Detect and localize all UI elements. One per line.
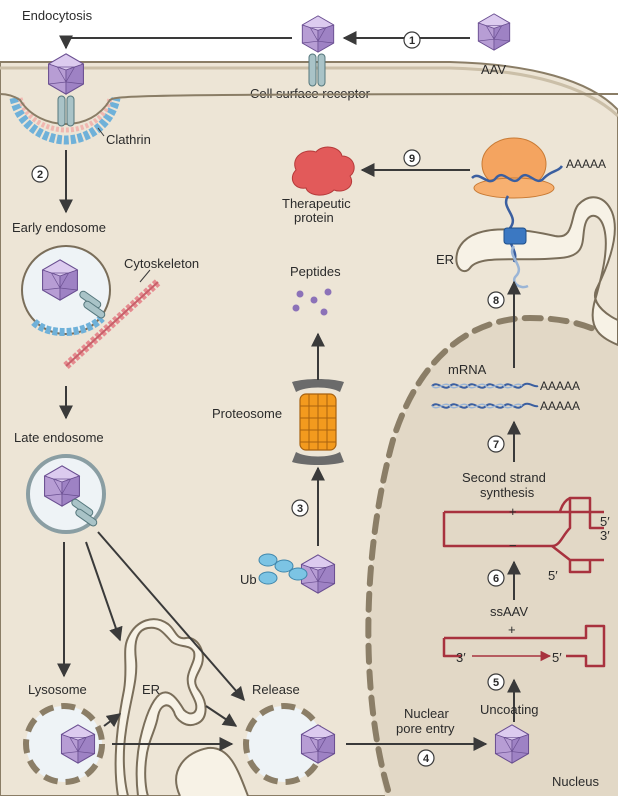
label-second-strand-1: Second strand (462, 470, 546, 485)
label-lysosome: Lysosome (28, 682, 87, 697)
label-therapeutic-2: protein (294, 210, 334, 225)
svg-text:1: 1 (409, 35, 415, 47)
label-nuclear-pore-2: pore entry (396, 721, 455, 736)
late-endosome (26, 454, 106, 534)
aav-capsid-icon (301, 15, 335, 53)
step-badge-8: 8 (487, 291, 505, 309)
label-clathrin: Clathrin (106, 132, 151, 147)
step-badge-9: 9 (403, 149, 421, 167)
label-release: Release (252, 682, 300, 697)
svg-text:2: 2 (37, 169, 43, 181)
label-3prime-top: 3′ (600, 528, 610, 543)
proteosome-icon (292, 379, 344, 465)
step-badge-2: 2 (31, 165, 49, 183)
label-er-upper: ER (436, 252, 454, 267)
lysosome (23, 703, 105, 785)
label-5prime-ss: 5′ (552, 650, 562, 665)
label-5prime-top: 5′ (600, 514, 610, 529)
step-badge-6: 6 (487, 569, 505, 587)
label-early-endosome: Early endosome (12, 220, 106, 235)
svg-text:7: 7 (493, 439, 499, 451)
label-nucleus: Nucleus (552, 774, 599, 789)
aav-capsid-icon (477, 13, 511, 51)
label-uncoating: Uncoating (480, 702, 539, 717)
label-er-lower: ER (142, 682, 160, 697)
label-peptides: Peptides (290, 264, 341, 279)
label-late-endosome: Late endosome (14, 430, 104, 445)
label-nuclear-pore-1: Nuclear (404, 706, 449, 721)
label-ub: Ub (240, 572, 257, 587)
arrow-er-to-release (205, 705, 238, 727)
label-polya-2: AAAAA (540, 399, 580, 413)
er-translocon (503, 227, 527, 245)
label-polya-ribosome: AAAAA (566, 157, 606, 171)
release-vesicle (243, 703, 336, 785)
arrow-lysosome-to-er (103, 713, 122, 728)
svg-text:8: 8 (493, 295, 499, 307)
arrow-to-er-lower (85, 541, 123, 642)
label-plus-2: + (508, 622, 516, 637)
er-upper (455, 196, 618, 347)
svg-text:5: 5 (493, 677, 499, 689)
receptor-icon (57, 95, 75, 127)
clathrin-coat-icon (0, 93, 618, 145)
svg-text:9: 9 (409, 153, 415, 165)
step-badge-7: 7 (487, 435, 505, 453)
nucleus-region (368, 318, 618, 796)
peptides (292, 288, 332, 316)
cytoskeleton-filament-icon (63, 279, 161, 369)
ub-icon (258, 553, 308, 585)
step-badge-1: 1 (403, 31, 421, 49)
label-minus-1: − (509, 538, 517, 553)
arrow-to-release (97, 531, 245, 702)
label-therapeutic-1: Therapeutic (282, 196, 351, 211)
double-stranded-genome (442, 496, 604, 574)
step-badge-5: 5 (487, 673, 505, 691)
nuclear-envelope (365, 314, 618, 793)
svg-text:6: 6 (493, 573, 499, 585)
label-aav: AAV (481, 62, 506, 77)
mrna-on-ribosome (471, 165, 564, 183)
early-endosome (21, 245, 111, 336)
label-plus-1: + (509, 504, 517, 519)
label-proteosome: Proteosome (212, 406, 282, 421)
therapeutic-protein-icon (291, 146, 355, 196)
arrow-endocytosis (59, 35, 292, 50)
step-badge-4: 4 (417, 749, 435, 767)
label-endocytosis: Endocytosis (22, 8, 93, 23)
label-mrna: mRNA (448, 362, 487, 377)
receptor-icon (308, 53, 326, 87)
label-ssaav: ssAAV (490, 604, 528, 619)
step-badge-3: 3 (291, 499, 309, 517)
svg-text:3: 3 (297, 503, 303, 515)
single-stranded-genome (442, 624, 606, 668)
svg-text:4: 4 (423, 753, 430, 765)
er-lower (114, 618, 207, 796)
label-cytoskeleton: Cytoskeleton (124, 256, 199, 271)
label-polya-1: AAAAA (540, 379, 580, 393)
label-5prime-bottom: 5′ (548, 568, 558, 583)
label-second-strand-2: synthesis (480, 485, 535, 500)
label-3prime-ss: 3′ (456, 650, 466, 665)
